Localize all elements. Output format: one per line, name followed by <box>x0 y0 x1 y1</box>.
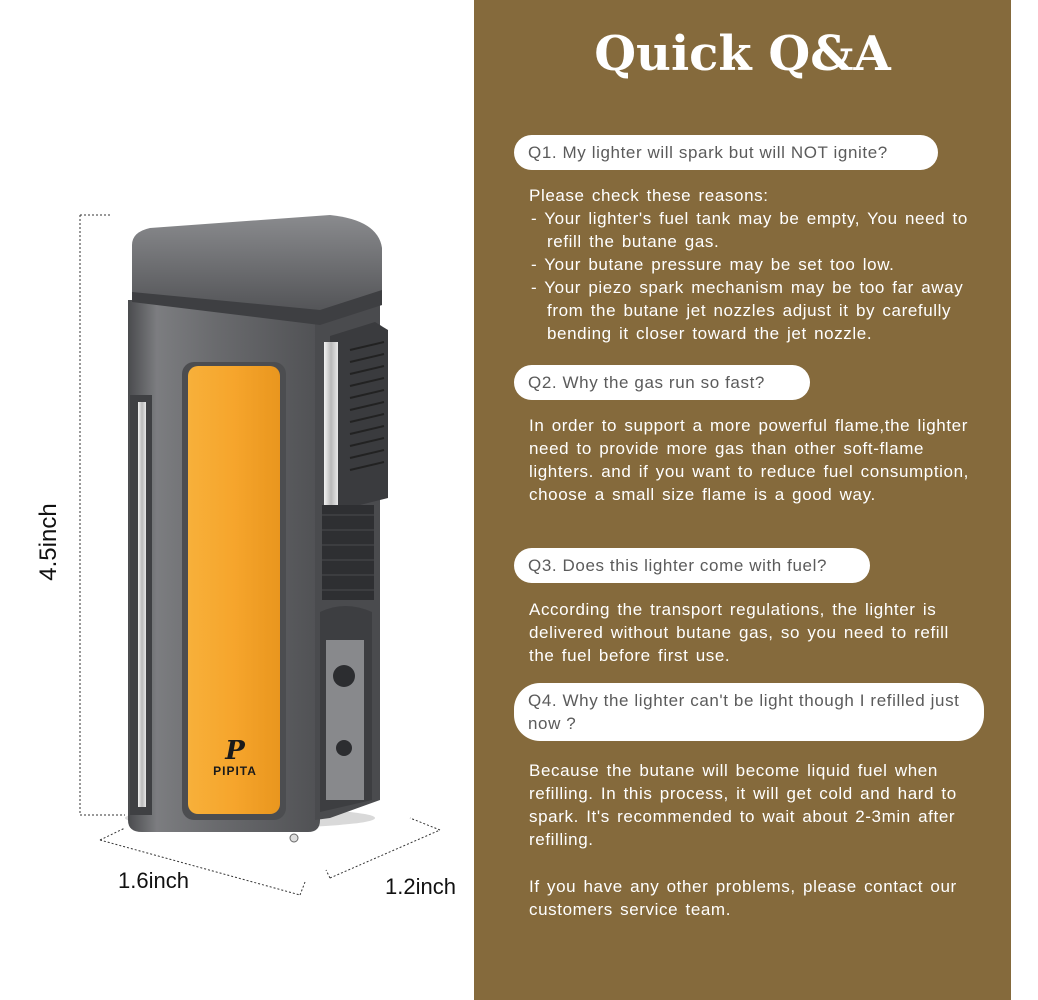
answer-1-bullet: - Your lighter's fuel tank may be empty,… <box>531 209 968 251</box>
question-1: Q1. My lighter will spark but will NOT i… <box>514 135 938 170</box>
question-2: Q2. Why the gas run so fast? <box>514 365 810 400</box>
answer-1-bullet: - Your piezo spark mechanism may be too … <box>531 278 964 343</box>
brand-name: PIPITA <box>213 764 257 778</box>
qa-panel: Quick Q&A Q1. My lighter will spark but … <box>474 0 1011 1000</box>
depth-dimension-line <box>325 817 441 879</box>
width-dimension-label: 1.6inch <box>118 868 189 893</box>
orange-grip-panel <box>182 362 286 820</box>
brand-logo: P PIPITA <box>200 738 270 778</box>
answer-1-bullet: - Your butane pressure may be set too lo… <box>531 255 895 274</box>
height-dimension-label: 4.5inch <box>35 503 62 581</box>
answer-1: Please check these reasons: - Your light… <box>529 184 979 345</box>
height-dimension-line <box>79 214 125 816</box>
qa-title: Quick Q&A <box>594 26 891 82</box>
answer-2: In order to support a more powerful flam… <box>529 416 969 504</box>
answer-1-intro: Please check these reasons: <box>529 186 769 205</box>
product-illustration-panel: P PIPITA 4.5inch 1.6inch 1.2inch <box>0 0 474 1000</box>
answer-3: According the transport regulations, the… <box>529 600 949 665</box>
ignition-trigger <box>324 322 388 517</box>
width-dimension-line <box>99 827 306 896</box>
brand-logo-mark: P <box>225 736 245 766</box>
lighter-illustration <box>79 214 441 896</box>
closing-note: If you have any other problems, please c… <box>529 877 957 919</box>
cigar-punch <box>320 606 372 812</box>
question-4: Q4. Why the lighter can't be light thoug… <box>514 683 984 741</box>
question-3: Q3. Does this lighter come with fuel? <box>514 548 870 583</box>
depth-dimension-label: 1.2inch <box>385 874 456 899</box>
answer-4: Because the butane will become liquid fu… <box>529 761 957 849</box>
lighter-body <box>128 215 388 843</box>
